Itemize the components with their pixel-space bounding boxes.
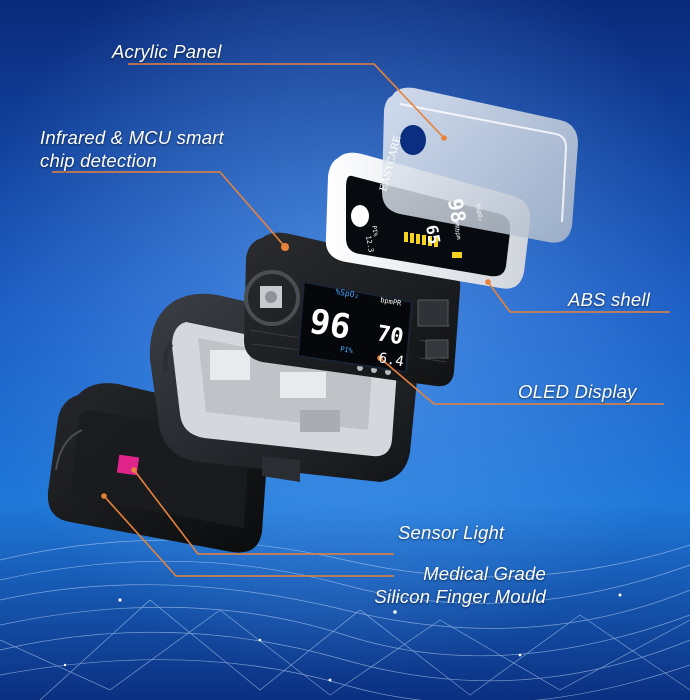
oled-ring	[296, 280, 414, 374]
label-infrared-mcu: Infrared & MCU smart chip detection	[40, 126, 224, 172]
label-finger-mould: Medical Grade Silicon Finger Mould	[350, 562, 546, 608]
label-finger-mould-line2: Silicon Finger Mould	[374, 586, 546, 607]
leader-sensor-light	[133, 469, 394, 555]
label-abs-shell: ABS shell	[568, 289, 651, 310]
front-pr-value: 65	[422, 223, 444, 245]
oled-pr-value: 70	[375, 321, 405, 350]
signal-bars	[404, 232, 462, 258]
front-pr-label: PRbpm	[452, 221, 462, 240]
leader-abs-shell	[487, 281, 670, 313]
label-infrared-line1: Infrared & MCU smart	[40, 127, 224, 148]
front-pi-label: PI%	[370, 225, 379, 237]
label-sensor-light: Sensor Light	[398, 522, 505, 543]
oled-spo2-value: 96	[306, 301, 353, 348]
label-finger-mould-line1: Medical Grade	[423, 563, 546, 584]
oled-bpm-label: bpmPR	[380, 296, 403, 308]
acrylic-panel	[382, 87, 578, 243]
front-pi-value: 12.3	[364, 235, 375, 253]
oled-text: %SpO₂ bpmPR 96 70 PI% 6.4	[306, 287, 405, 370]
label-acrylic-panel: Acrylic Panel	[112, 41, 222, 62]
front-spo2-value: 98	[443, 197, 471, 225]
label-infrared-line2: chip detection	[40, 150, 157, 171]
front-spo2-label: %SpO₂	[474, 203, 484, 222]
leader-acrylic-panel	[128, 63, 445, 139]
oled-pi-value: 6.4	[377, 350, 405, 370]
leader-infrared	[52, 171, 287, 249]
leader-oled	[379, 357, 664, 405]
oled-pi-label: PI%	[340, 345, 355, 355]
oled-spo2-label: %SpO₂	[335, 287, 360, 300]
leader-finger-mould	[103, 495, 394, 577]
leader-lines	[52, 63, 670, 577]
glow-dots	[63, 593, 622, 682]
label-oled-display: OLED Display	[518, 381, 637, 402]
leader-dots	[101, 135, 491, 499]
light-wave-effect	[0, 539, 690, 700]
